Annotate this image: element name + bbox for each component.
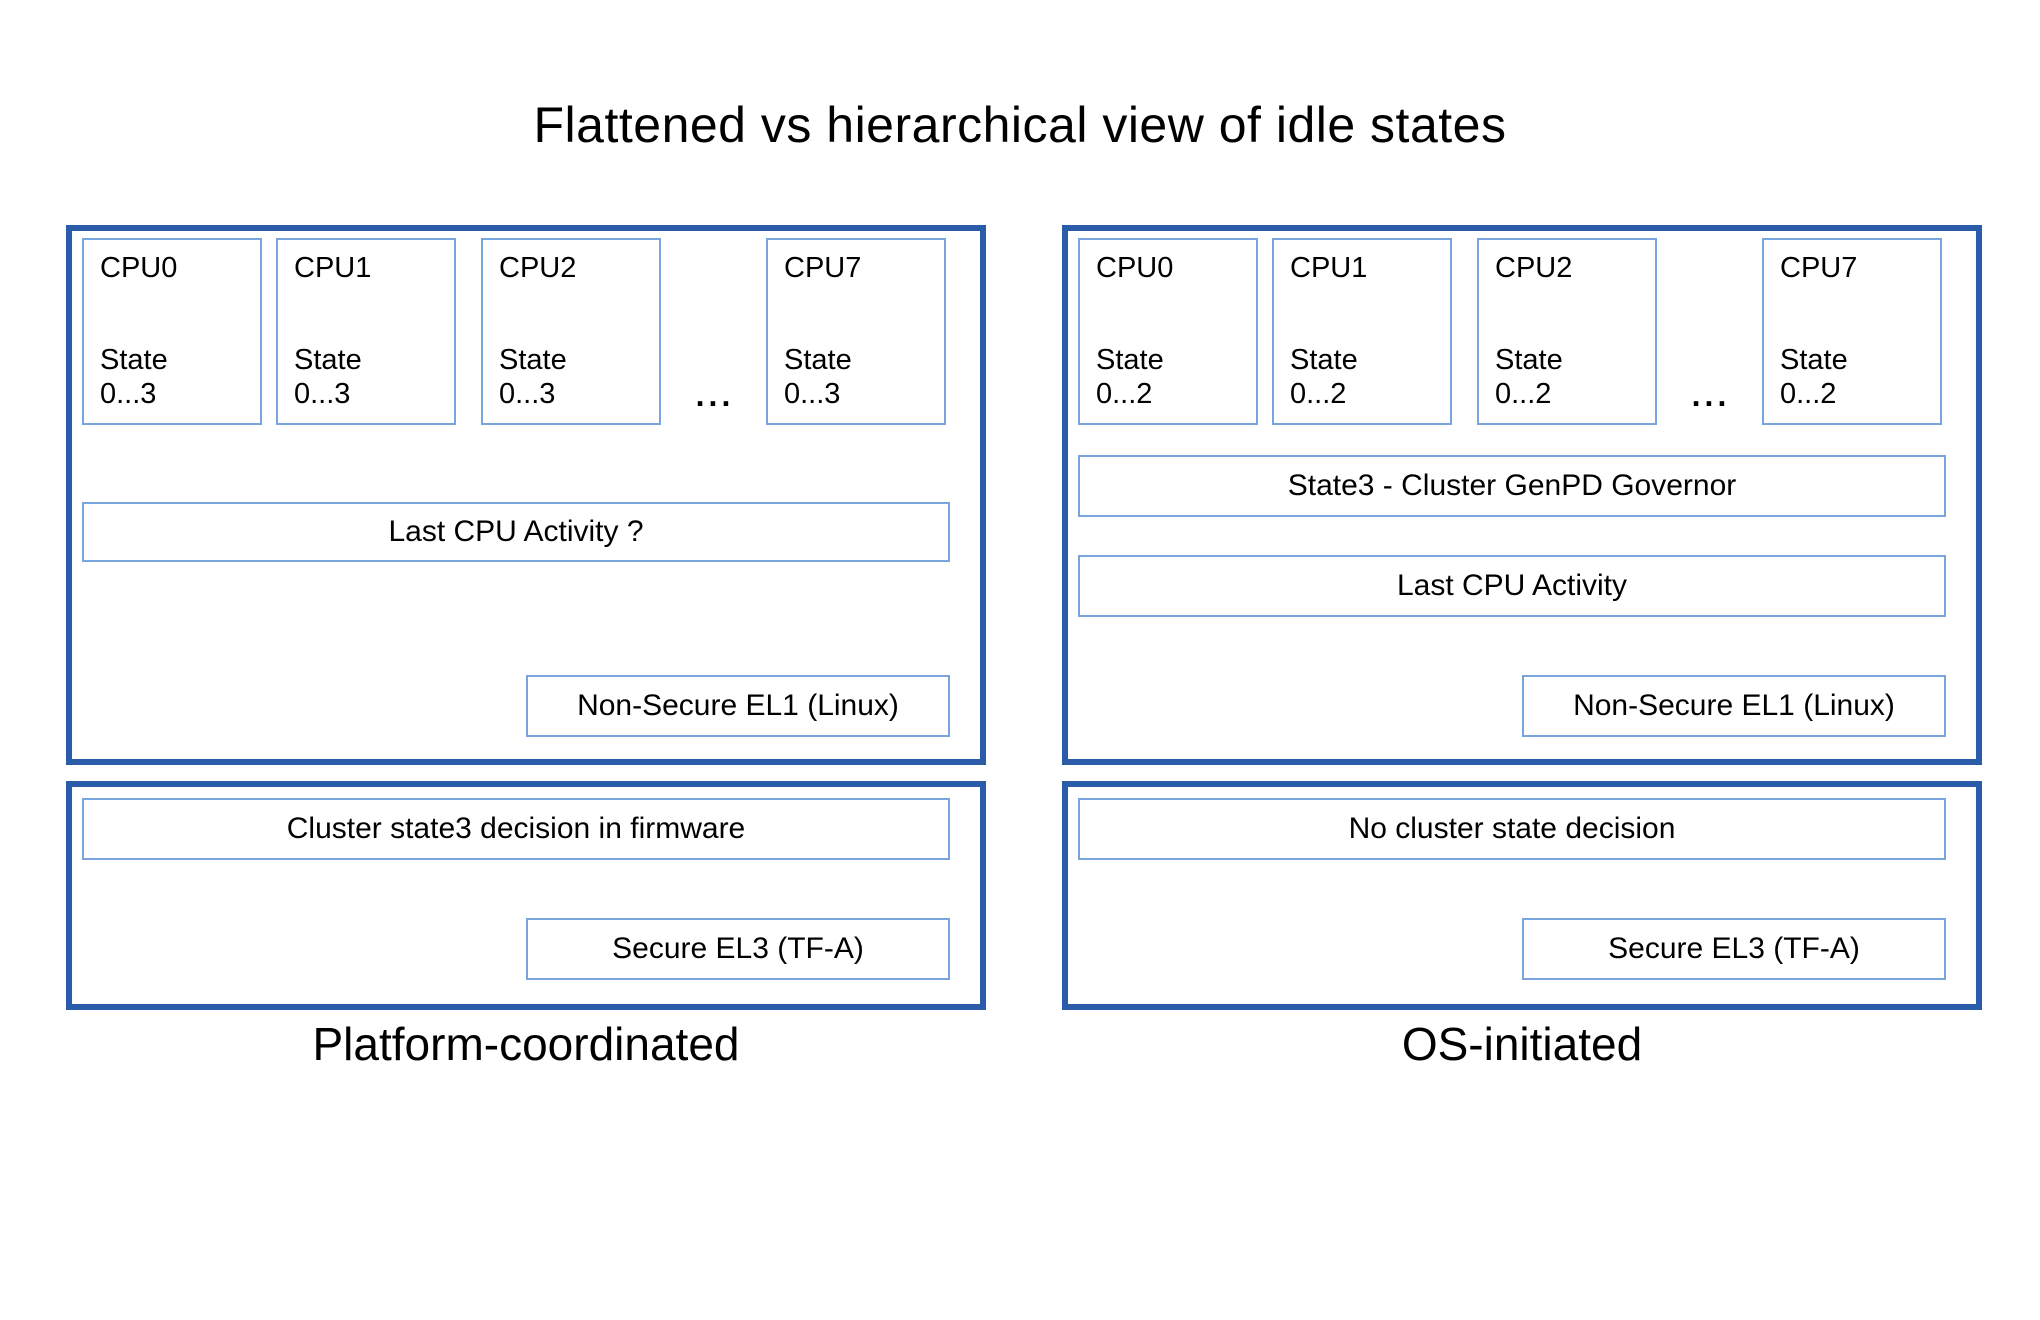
panel-os-initiated: CPU0 State 0...2 CPU1 State 0...2 CPU2 S… [1062,225,1982,1105]
cluster-genpd-governor-box: State3 - Cluster GenPD Governor [1078,455,1946,517]
cpu-state-range: State 0...2 [1096,343,1164,410]
cpu-ellipsis: ... [695,377,735,413]
panel-caption-platform-coordinated: Platform-coordinated [312,1018,740,1070]
cpu-state-range: State 0...3 [784,343,852,410]
secure-el3-label-box: Secure EL3 (TF-A) [1522,918,1946,980]
cpu-box-cpu0: CPU0 State 0...3 [82,238,262,425]
cpu-name: CPU2 [499,252,577,284]
right-nonsecure-el1-container: CPU0 State 0...2 CPU1 State 0...2 CPU2 S… [1062,225,1982,765]
cpu-box-cpu1: CPU1 State 0...2 [1272,238,1452,425]
cpu-name: CPU1 [1290,252,1368,284]
left-secure-el3-container: Cluster state3 decision in firmware Secu… [66,781,986,1010]
cpu-box-cpu2: CPU2 State 0...2 [1477,238,1657,425]
cpu-state-range: State 0...2 [1495,343,1563,410]
right-secure-el3-container: No cluster state decision Secure EL3 (TF… [1062,781,1982,1010]
cpu-state-range: State 0...3 [100,343,168,410]
cpu-state-range: State 0...3 [294,343,362,410]
cpu-name: CPU0 [1096,252,1174,284]
cpu-name: CPU7 [784,252,862,284]
cpu-state-range: State 0...3 [499,343,567,410]
last-cpu-activity-box: Last CPU Activity ? [82,502,950,562]
cpu-name: CPU2 [1495,252,1573,284]
left-nonsecure-el1-container: CPU0 State 0...3 CPU1 State 0...3 CPU2 S… [66,225,986,765]
nonsecure-el1-label-box: Non-Secure EL1 (Linux) [1522,675,1946,737]
last-cpu-activity-box: Last CPU Activity [1078,555,1946,617]
cpu-box-cpu7: CPU7 State 0...2 [1762,238,1942,425]
panel-platform-coordinated: CPU0 State 0...3 CPU1 State 0...3 CPU2 S… [66,225,986,1105]
cpu-ellipsis: ... [1691,377,1731,413]
cpu-name: CPU7 [1780,252,1858,284]
cpu-state-range: State 0...2 [1290,343,1358,410]
cpu-state-range: State 0...2 [1780,343,1848,410]
secure-el3-label-box: Secure EL3 (TF-A) [526,918,950,980]
cpu-name: CPU1 [294,252,372,284]
cpu-box-cpu0: CPU0 State 0...2 [1078,238,1258,425]
cpu-box-cpu7: CPU7 State 0...3 [766,238,946,425]
panel-caption-os-initiated: OS-initiated [1401,1018,1643,1070]
no-cluster-decision-box: No cluster state decision [1078,798,1946,860]
cluster-decision-box: Cluster state3 decision in firmware [82,798,950,860]
cpu-box-cpu1: CPU1 State 0...3 [276,238,456,425]
cpu-name: CPU0 [100,252,178,284]
nonsecure-el1-label-box: Non-Secure EL1 (Linux) [526,675,950,737]
slide-title: Flattened vs hierarchical view of idle s… [533,97,1507,153]
cpu-box-cpu2: CPU2 State 0...3 [481,238,661,425]
